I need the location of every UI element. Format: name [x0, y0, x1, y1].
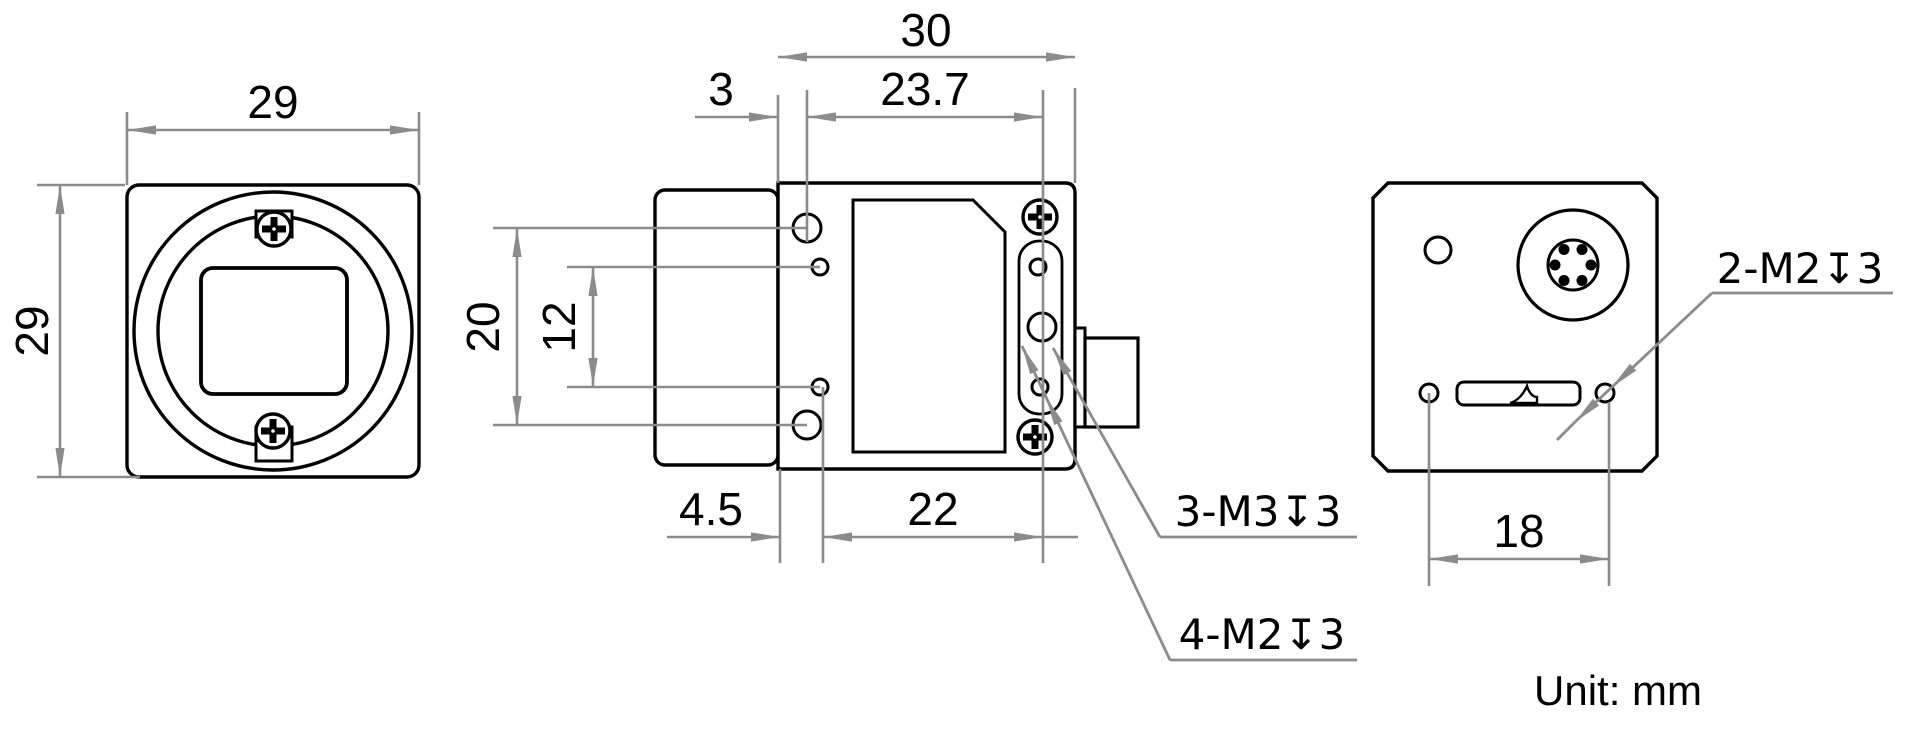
side-m2-spacing-label: 22 [907, 483, 958, 535]
front-view: 29 29 [6, 76, 421, 479]
side-top-screw-icon [1021, 198, 1059, 236]
side-top-hole-dimensions: 3 23.7 [695, 63, 1045, 563]
front-bottom-screw-icon [254, 412, 294, 463]
back-hole-spacing-label: 18 [1493, 505, 1544, 557]
front-height-label: 29 [6, 305, 58, 356]
card-slot-icon [1455, 380, 1582, 407]
m3-thread-callout: 3-M3↧3 [1051, 347, 1357, 539]
side-bottom-screw-icon [1016, 418, 1054, 456]
m2-thread-callout-label: 4-M2↧3 [1179, 610, 1346, 659]
front-height-dimension: 29 [6, 183, 140, 479]
back-body-outline [1371, 181, 1659, 473]
status-led-hole [1423, 235, 1453, 265]
side-m3-vertical-spacing-label: 20 [457, 301, 509, 352]
side-connector [1073, 326, 1140, 429]
back-hole-spacing-dimension: 18 [1427, 393, 1611, 586]
front-top-screw-icon [254, 209, 294, 248]
m3-thread-callout-label: 3-M3↧3 [1175, 487, 1342, 536]
back-view: 18 2-M2↧3 [1371, 181, 1893, 586]
m2-thread-callout: 4-M2↧3 [1020, 345, 1357, 662]
io-connector-icon [1516, 208, 1630, 322]
front-width-dimension: 29 [125, 76, 421, 185]
back-thread-callout-label: 2-M2↧3 [1717, 244, 1884, 293]
front-width-label: 29 [247, 76, 298, 128]
back-thread-callout: 2-M2↧3 [1556, 244, 1893, 441]
side-hole-spacing-label: 23.7 [880, 63, 970, 115]
side-m2-offset-label: 4.5 [679, 483, 743, 535]
connector-body [1083, 336, 1140, 429]
side-m2-vertical-spacing-label: 12 [533, 301, 585, 352]
side-panel-recess [851, 198, 1007, 454]
side-overall-width-label: 30 [900, 4, 951, 56]
side-bottom-hole-dimensions: 4.5 22 [667, 387, 1078, 563]
unit-note: Unit: mm [1534, 667, 1702, 714]
side-vertical-hole-dimensions: 20 12 [457, 226, 820, 427]
lens-mount-outer-ring [132, 190, 414, 472]
side-view: 30 3 23.7 20 12 4 [457, 4, 1357, 662]
side-overall-width-dimension: 30 [776, 4, 1077, 183]
sensor-window [199, 266, 349, 396]
side-hole-offset-label: 3 [708, 63, 734, 115]
